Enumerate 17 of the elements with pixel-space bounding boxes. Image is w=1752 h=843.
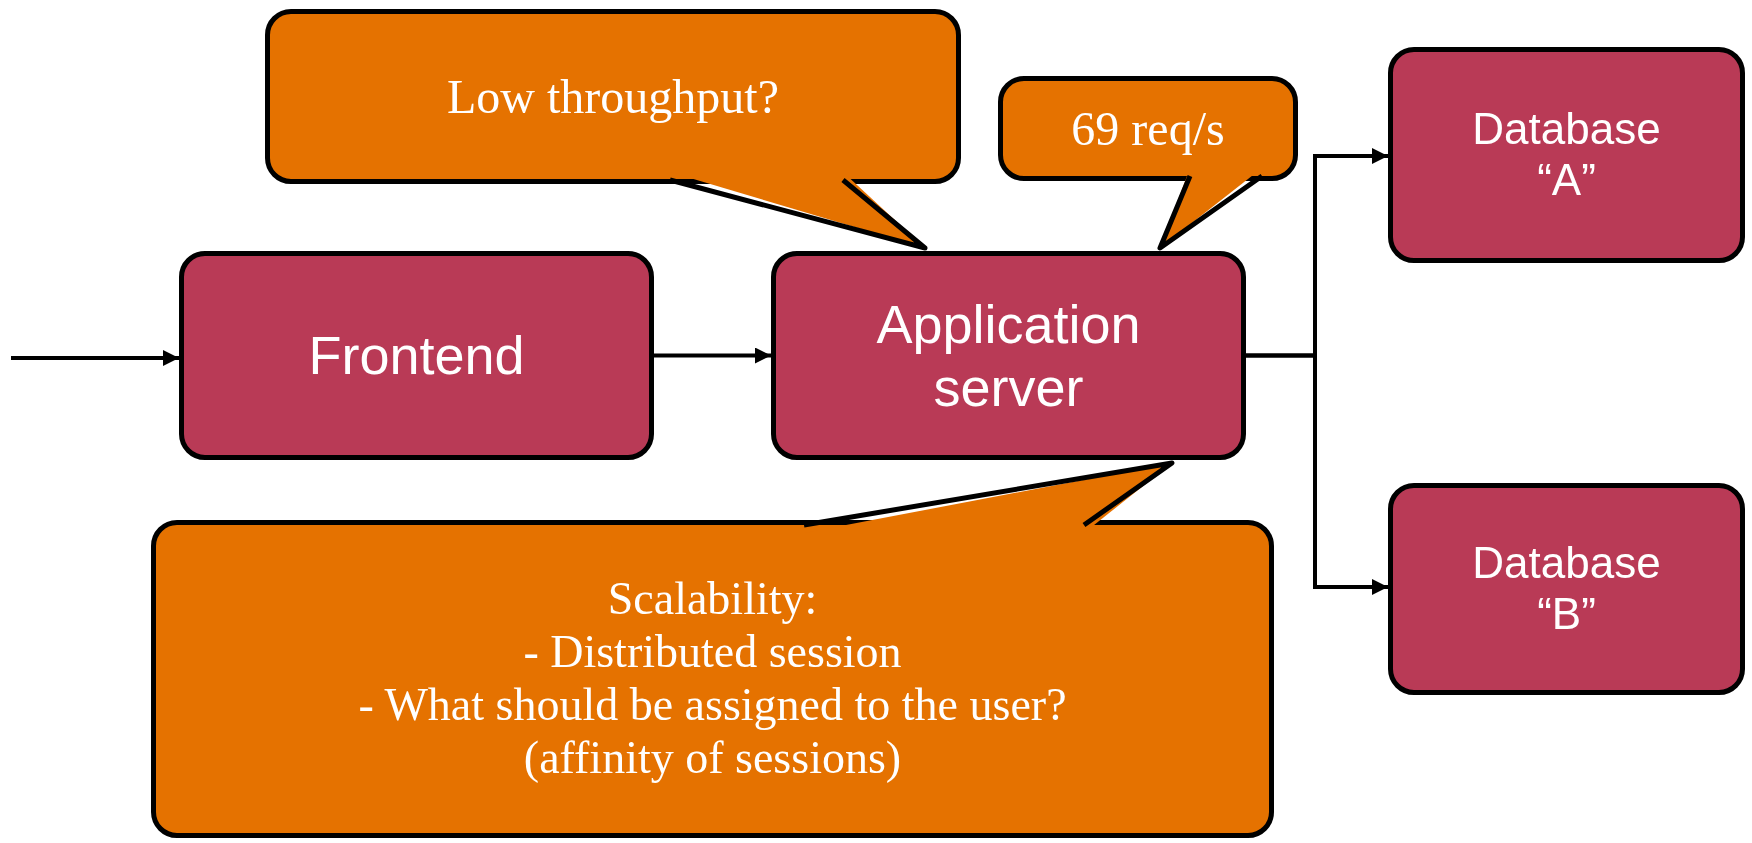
arrow [1246, 353, 1388, 595]
process-box [771, 251, 1246, 460]
callout-text: - Distributed session [523, 626, 902, 679]
callout-text: Scalability: [607, 573, 818, 627]
arrow [654, 347, 771, 364]
callout-text: - What should be assigned to the user? [358, 679, 1067, 732]
callout-text: 69 req/s [1071, 100, 1225, 157]
node-label: Frontend [308, 324, 525, 387]
process-box [1388, 483, 1745, 695]
node-label: Application server [875, 293, 1142, 418]
arrow [11, 350, 179, 366]
callout-text: (affinity of sessions) [523, 731, 902, 785]
node-label: Database “B” [1471, 538, 1662, 640]
process-box [1388, 47, 1745, 263]
process-box [179, 251, 654, 460]
callout-text: Low throughput? [447, 68, 779, 125]
node-label: Database “A” [1471, 104, 1662, 206]
